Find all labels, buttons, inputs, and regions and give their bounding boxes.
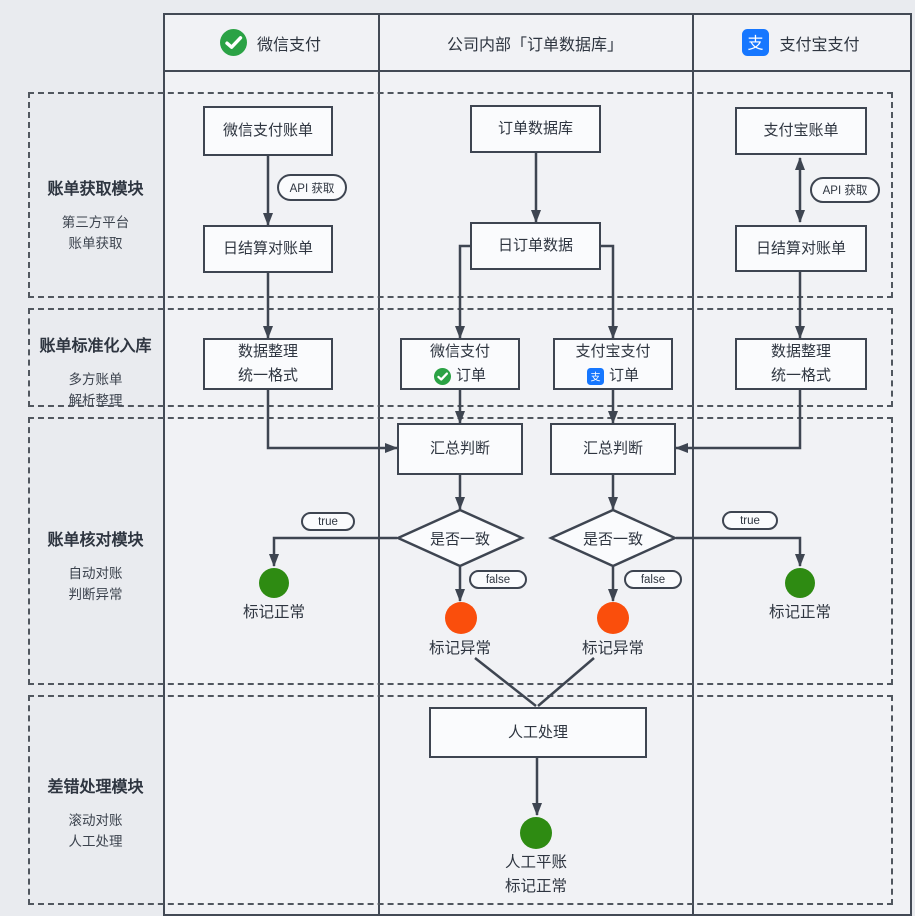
pill-true-right: true — [722, 511, 778, 530]
lane-header-wechat: 微信支付 — [163, 15, 378, 70]
status-circle-abnormal-right — [597, 602, 629, 634]
pill-label: false — [485, 573, 511, 586]
node-normalize-right: 数据整理 统一格式 — [735, 338, 867, 390]
decision-diamond-right: 是否一致 — [547, 507, 679, 569]
alipay-icon: 支 — [742, 29, 770, 56]
pill-false-right: false — [624, 570, 682, 589]
module-label-error-handling: 差错处理模块 滚动对账 人工处理 — [28, 773, 163, 852]
node-daily-orders: 日订单数据 — [470, 222, 601, 270]
node-label: 微信支付账单 — [222, 122, 313, 139]
module-label-verification: 账单核对模块 自动对账 判断异常 — [28, 526, 163, 605]
node-daily-statement-left: 日结算对账单 — [203, 225, 333, 273]
status-circle-manual-balance — [520, 817, 552, 849]
node-label: 日结算对账单 — [755, 239, 846, 257]
module-subtitle: 判断异常 — [68, 587, 123, 602]
module-subtitle: 多方账单 — [68, 372, 123, 387]
node-label: 汇总判断 — [429, 440, 490, 457]
band-error-handling — [28, 695, 893, 905]
node-label: 日结算对账单 — [222, 240, 313, 257]
lane-divider-2 — [692, 13, 694, 914]
wechat-pay-icon — [433, 367, 451, 385]
module-title: 账单获取模块 — [47, 181, 144, 198]
status-circle-abnormal-left — [445, 602, 477, 634]
module-subtitle: 自动对账 — [68, 566, 123, 581]
status-circle-normal-left — [259, 568, 289, 598]
node-label-line2: 订单 — [455, 367, 486, 384]
pill-label: API 获取 — [822, 185, 868, 197]
node-wechat-bill: 微信支付账单 — [203, 106, 333, 156]
node-label-line1: 数据整理 — [237, 343, 298, 360]
node-label: 订单数据库 — [497, 120, 573, 137]
node-manual-process: 人工处理 — [429, 707, 647, 758]
pill-label: true — [318, 515, 338, 528]
node-label-line2: 统一格式 — [237, 367, 298, 384]
pill-api-fetch-right: API 获取 — [810, 177, 880, 203]
label-mark-normal-right: 标记正常 — [768, 604, 831, 621]
alipay-icon: 支 — [586, 367, 604, 385]
header-separator — [163, 70, 910, 72]
decision-diamond-left: 是否一致 — [394, 507, 526, 569]
label-mark-normal-left: 标记正常 — [242, 604, 305, 621]
label-manual-balance-line1: 人工平账 — [504, 854, 567, 871]
node-label-line2: 订单 — [608, 367, 639, 384]
module-subtitle: 人工处理 — [68, 834, 123, 849]
node-aggregate-left: 汇总判断 — [397, 423, 523, 475]
wechat-pay-icon — [219, 29, 247, 56]
node-label-line1: 微信支付 — [429, 343, 490, 360]
module-subtitle: 解析整理 — [68, 393, 123, 408]
lane-divider-1 — [378, 13, 380, 914]
node-alipay-bill: 支付宝账单 — [735, 107, 867, 155]
lane-header-internal: 公司内部「订单数据库」 — [378, 15, 692, 70]
node-order-db: 订单数据库 — [470, 105, 601, 153]
node-normalize-left: 数据整理 统一格式 — [203, 338, 333, 390]
node-label-line2: 统一格式 — [770, 367, 831, 384]
node-wechat-orders: 微信支付 订单 — [400, 338, 520, 390]
module-title: 账单标准化入库 — [39, 338, 152, 355]
node-label: 人工处理 — [507, 723, 568, 741]
lane-header-internal-label: 公司内部「订单数据库」 — [446, 36, 623, 54]
module-label-acquisition: 账单获取模块 第三方平台 账单获取 — [28, 175, 163, 254]
svg-text:支: 支 — [590, 371, 600, 383]
svg-text:支: 支 — [748, 35, 764, 53]
label-manual-balance-line2: 标记正常 — [504, 878, 567, 895]
module-subtitle: 滚动对账 — [68, 813, 123, 828]
node-label: 汇总判断 — [582, 440, 643, 457]
node-label-line1: 数据整理 — [770, 343, 831, 360]
status-circle-normal-right — [785, 568, 815, 598]
node-label-line1: 支付宝支付 — [575, 343, 651, 360]
label-mark-abnormal-left: 标记异常 — [428, 640, 491, 657]
module-title: 差错处理模块 — [47, 779, 144, 796]
decision-label: 是否一致 — [582, 530, 643, 548]
pill-label: true — [740, 514, 760, 527]
lane-header-wechat-label: 微信支付 — [256, 36, 321, 54]
lane-header-alipay: 支 支付宝支付 — [692, 15, 910, 70]
module-label-normalization: 账单标准化入库 多方账单 解析整理 — [28, 332, 163, 411]
pill-true-left: true — [301, 512, 355, 531]
pill-false-left: false — [469, 570, 527, 589]
module-subtitle: 账单获取 — [68, 236, 123, 251]
lane-header-alipay-label: 支付宝支付 — [779, 36, 860, 54]
pill-label: false — [640, 573, 666, 586]
node-daily-statement-right: 日结算对账单 — [735, 225, 867, 272]
label-mark-abnormal-right: 标记异常 — [581, 640, 644, 657]
pill-label: API 获取 — [289, 182, 335, 195]
node-label: 支付宝账单 — [763, 122, 839, 139]
node-aggregate-right: 汇总判断 — [550, 423, 676, 475]
module-subtitle: 第三方平台 — [61, 215, 130, 230]
node-alipay-orders: 支付宝支付 支 订单 — [553, 338, 673, 390]
module-title: 账单核对模块 — [47, 532, 144, 549]
node-label: 日订单数据 — [497, 237, 573, 254]
decision-label: 是否一致 — [429, 530, 490, 548]
pill-api-fetch-left: API 获取 — [277, 174, 347, 201]
